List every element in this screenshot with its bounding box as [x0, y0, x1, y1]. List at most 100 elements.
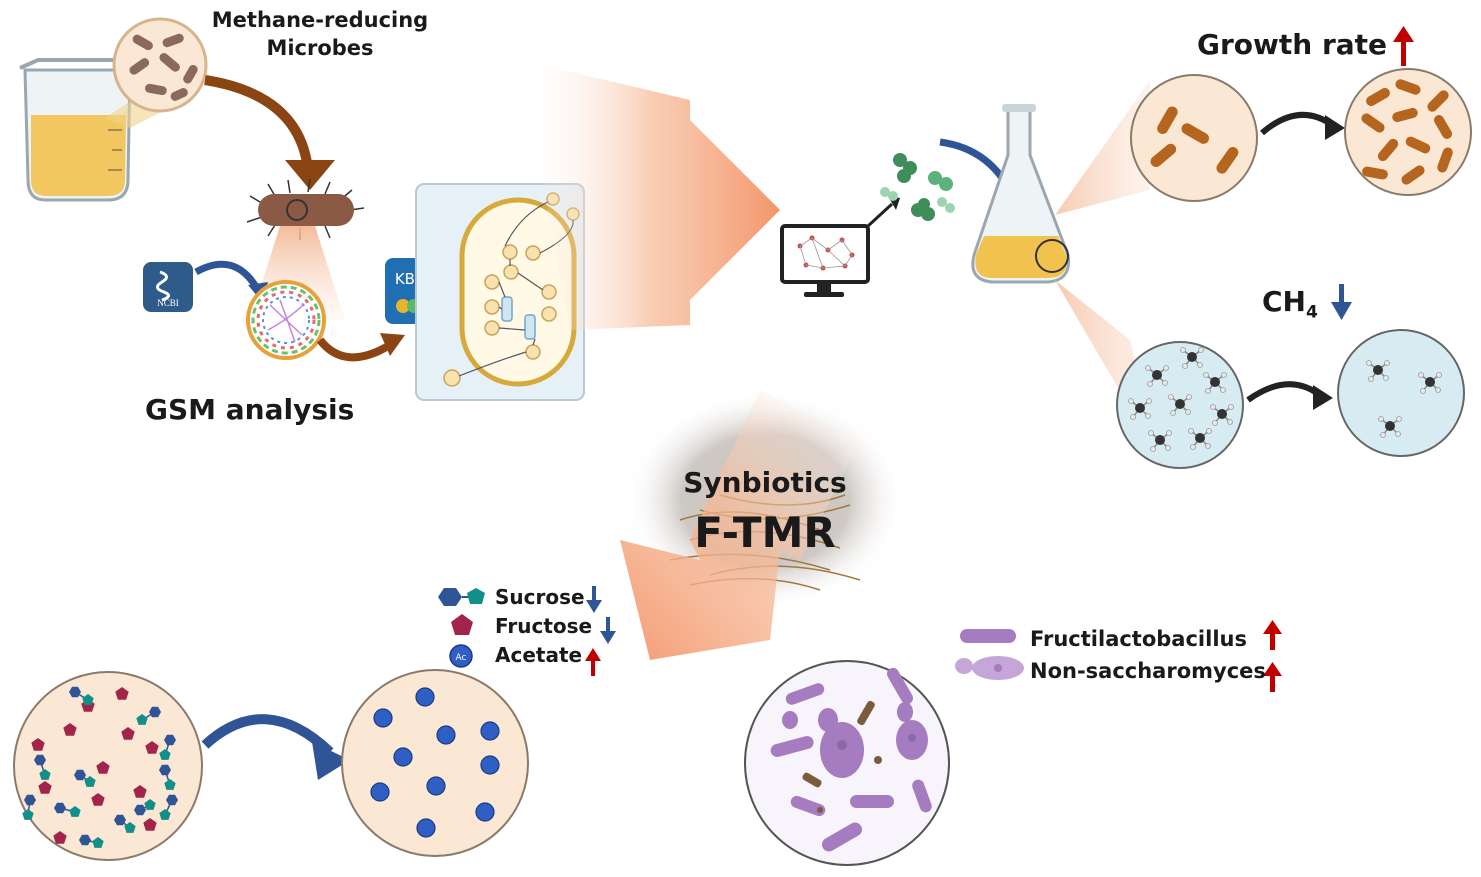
- sucrose-molecule: [159, 734, 176, 760]
- methane-molecules-after: [1366, 360, 1442, 438]
- acetate-molecule: [475, 802, 495, 822]
- legend-fructose-label: Fructose: [495, 614, 593, 638]
- methane-molecule: [1203, 372, 1227, 394]
- acetate-icon-label: Ac: [456, 653, 467, 663]
- flow-arrow-1: [204, 75, 313, 171]
- fructose-molecule: [53, 831, 67, 844]
- legend-sucrose-label: Sucrose: [495, 585, 585, 609]
- ch4-circle-after: [1337, 329, 1465, 457]
- fructilactobacillus-up-arrow: [1263, 620, 1282, 650]
- flow-arrow-2-head: [380, 333, 405, 356]
- ch4-arrow-head: [1313, 385, 1333, 410]
- fructose-down-arrow: [600, 617, 616, 644]
- growth-circle-after: [1344, 68, 1472, 196]
- acetate-molecule: [370, 782, 390, 802]
- bacterium-icon: [246, 178, 365, 240]
- computer-monitor-icon: [780, 224, 870, 297]
- flow-arrow-1-head: [285, 160, 335, 190]
- microbe-circle: [112, 17, 208, 113]
- sucrose-molecule: [134, 799, 156, 816]
- methane-reducing-line1: Methane-reducing: [211, 8, 429, 32]
- sucrose-molecule: [54, 802, 81, 817]
- acetate-icon: [449, 644, 473, 668]
- ncbi-label: NCBI: [157, 298, 179, 308]
- growth-arrow: [1260, 112, 1337, 136]
- acetate-molecule: [415, 687, 435, 707]
- non-saccharomyces-icon: [955, 656, 1024, 680]
- beaker-illustration: [19, 58, 132, 202]
- methane-reducing-label: Methane-reducing Microbes: [200, 6, 440, 62]
- sucrose-molecule: [136, 706, 161, 725]
- fructose-molecule: [91, 793, 105, 806]
- acetate-molecules: [370, 687, 500, 838]
- sucrose-molecule: [159, 764, 176, 790]
- synbiotics-label: Synbiotics: [683, 466, 847, 499]
- fructose-molecule: [121, 727, 135, 740]
- acetate-up-arrow: [585, 648, 601, 676]
- fructose-icon: [451, 614, 473, 635]
- sucrose-molecule: [79, 834, 104, 848]
- methane-molecule: [1168, 394, 1192, 416]
- methane-molecule: [1128, 398, 1152, 420]
- legend-acetate-label: Acetate: [495, 643, 583, 667]
- ch4-subscript: 4: [1305, 302, 1318, 323]
- acetate-molecule: [426, 776, 446, 796]
- microbiome-circle: [744, 660, 950, 866]
- computer-arrow: [866, 202, 894, 228]
- non-saccharomyces-up-arrow: [1263, 662, 1282, 692]
- ch4-main: CH: [1262, 285, 1306, 318]
- sucrose-molecule: [69, 686, 94, 705]
- fructose-molecule: [31, 738, 45, 751]
- methane-molecule: [1188, 428, 1212, 450]
- ftmr-label: F-TMR: [694, 508, 836, 557]
- funnel-growth: [1055, 80, 1150, 215]
- sugar-to-acetate-arrow-head: [312, 742, 350, 780]
- sucrose-down-arrow: [586, 586, 602, 613]
- methane-molecule: [1148, 430, 1172, 452]
- acetate-molecule: [393, 747, 413, 767]
- genome-circos-icon: [246, 280, 326, 360]
- methane-molecule: [1180, 347, 1204, 369]
- growth-arrow-head: [1325, 115, 1345, 140]
- fructilactobacillus-icon: [960, 629, 1016, 643]
- sugar-to-acetate-arrow: [201, 714, 334, 756]
- ncbi-arrow: [194, 260, 262, 292]
- sucrose-molecule: [22, 794, 36, 820]
- methane-molecule: [1145, 365, 1169, 387]
- acetate-molecule: [416, 818, 436, 838]
- growth-up-arrow: [1393, 26, 1414, 66]
- big-arrow-bottom: [620, 390, 860, 660]
- growth-circle-before: [1130, 74, 1258, 202]
- fructose-molecule: [143, 818, 157, 831]
- gsm-analysis-label: GSM analysis: [145, 393, 355, 426]
- sucrose-molecule: [74, 769, 96, 787]
- fructose-molecule: [63, 723, 77, 736]
- methane-molecules-before: [1128, 347, 1234, 452]
- ch4-label: CH4: [1262, 285, 1318, 323]
- methane-molecule: [1210, 404, 1234, 426]
- acetate-molecule: [480, 755, 500, 775]
- methane-molecule: [1378, 416, 1402, 438]
- methane-molecule: [1418, 372, 1442, 394]
- fructose-molecule: [133, 785, 147, 798]
- acetate-molecule: [480, 721, 500, 741]
- acetate-molecule: [373, 708, 393, 728]
- ch4-arrow: [1246, 381, 1324, 403]
- methane-reducing-line2: Microbes: [266, 36, 374, 60]
- flow-arrow-2: [316, 337, 393, 362]
- sucrose-icon: [438, 588, 485, 606]
- growth-rate-label: Growth rate: [1197, 28, 1388, 61]
- molecules-icon: [880, 153, 955, 221]
- ncbi-icon: [143, 262, 193, 312]
- fructose-molecule: [145, 741, 159, 754]
- big-arrow-top: [520, 60, 780, 330]
- sucrose-molecule: [34, 754, 51, 780]
- ch4-down-arrow: [1331, 284, 1352, 320]
- flask-icon: [971, 104, 1071, 284]
- sucrose-molecule: [114, 814, 136, 833]
- fructose-molecule: [38, 781, 52, 794]
- legend-fructilactobacillus-label: Fructilactobacillus: [1030, 627, 1247, 651]
- fructose-molecule: [96, 761, 110, 774]
